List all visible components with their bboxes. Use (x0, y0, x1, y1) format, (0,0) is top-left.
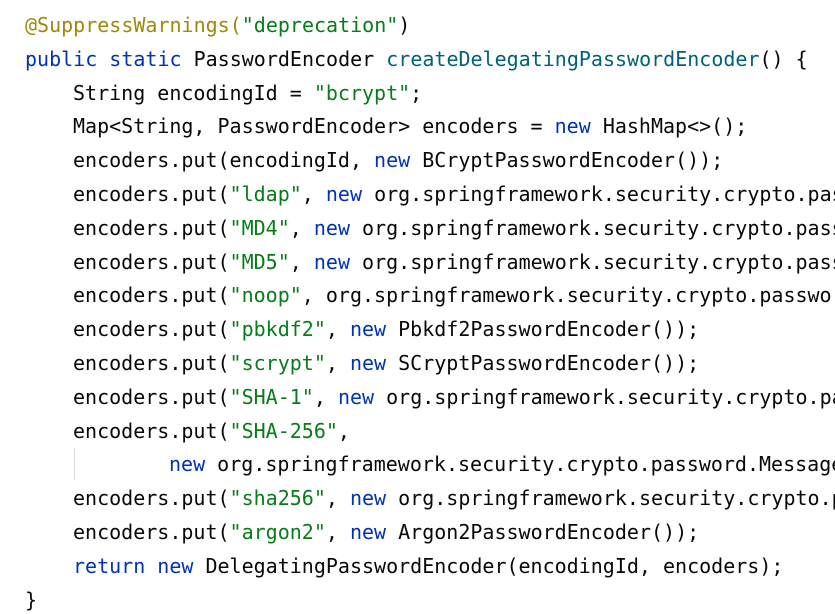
code-line: encoders.put("noop", org.springframework… (73, 278, 835, 312)
code-token: encoders.put( (73, 384, 230, 409)
code-token: , (289, 215, 314, 240)
indent-guide (74, 448, 75, 480)
code-line: encoders.put("ldap", new org.springframe… (73, 177, 835, 211)
code-token: "sha256" (229, 486, 326, 511)
code-token: encoders.put( (73, 283, 230, 308)
code-token: new (349, 351, 399, 375)
code-line: encoders.put("SHA-256", (73, 414, 350, 448)
code-token: , (313, 384, 338, 409)
code-token: new (313, 215, 363, 240)
code-token: encoders.put(encodingId, (73, 148, 375, 173)
code-token: "SHA-1" (229, 384, 314, 409)
code-token: encoders.put( (73, 520, 230, 544)
code-token: "SHA-256" (229, 418, 338, 443)
code-token: org.springframework.security.crypto.pass (362, 215, 835, 240)
code-token: , (325, 520, 350, 544)
code-token: encoders.put( (73, 317, 230, 342)
code-token: new (349, 520, 399, 544)
code-token: "scrypt" (229, 351, 326, 375)
code-line: encoders.put("argon2", new Argon2Passwor… (73, 515, 699, 549)
code-token: encoders.put( (73, 486, 230, 511)
code-token: String encodingId = (73, 80, 314, 105)
code-token: , (325, 317, 350, 342)
code-line: String encodingId = "bcrypt"; (73, 76, 422, 110)
code-token: @SuppressWarnings( (25, 13, 242, 37)
code-token: ) (398, 13, 411, 37)
code-token: ; (410, 80, 423, 105)
code-token: , (337, 418, 350, 443)
code-line: encoders.put("sha256", new org.springfra… (73, 481, 835, 515)
code-token: new (554, 114, 603, 139)
code-token: HashMap<>(); (602, 114, 748, 139)
code-token: new (325, 182, 375, 206)
code-token: new (374, 148, 423, 173)
code-line: encoders.put(encodingId, new BCryptPassw… (73, 143, 723, 177)
code-token: return new (73, 553, 206, 578)
code-token: org.springframework.security.crypto.pas (374, 182, 835, 206)
code-token: org.springframework.security.crypto.p (398, 486, 835, 511)
code-line: } (25, 583, 37, 614)
code-token: encoders.put( (73, 418, 230, 443)
code-token: Argon2PasswordEncoder()); (398, 520, 700, 544)
code-token: org.springframework.security.crypto.pass… (217, 452, 835, 477)
code-token: createDelegatingPasswordEncoder (386, 46, 760, 71)
code-token: BCryptPasswordEncoder()); (422, 148, 724, 173)
code-line: encoders.put("pbkdf2", new Pbkdf2Passwor… (73, 312, 699, 346)
code-line: encoders.put("MD5", new org.springframew… (73, 245, 835, 279)
code-line: new org.springframework.security.crypto.… (169, 447, 835, 481)
code-token: "MD4" (229, 215, 290, 240)
code-token: , (301, 182, 326, 206)
code-line: return new DelegatingPasswordEncoder(enc… (73, 549, 783, 583)
code-token: , (325, 351, 350, 375)
code-token: encoders.put( (73, 182, 230, 206)
code-token: "deprecation" (241, 13, 399, 37)
code-token: Pbkdf2PasswordEncoder()); (398, 317, 700, 342)
code-token: new (313, 249, 363, 274)
code-token: public static (25, 46, 194, 71)
code-line: Map<String, PasswordEncoder> encoders = … (73, 109, 747, 143)
code-token: org.springframework.security.crypto.pass (362, 249, 835, 274)
code-token: "MD5" (229, 249, 290, 274)
code-token: org.springframework.security.crypto.pa (386, 384, 835, 409)
code-line: encoders.put("scrypt", new SCryptPasswor… (73, 346, 699, 380)
code-token: , org.springframework.security.crypto.pa… (301, 283, 835, 308)
code-token: new (337, 384, 387, 409)
code-token: PasswordEncoder (193, 46, 387, 71)
code-token: "pbkdf2" (229, 317, 326, 342)
code-token: "noop" (229, 283, 302, 308)
code-token: "argon2" (229, 520, 326, 544)
code-token: encoders.put( (73, 215, 230, 240)
code-token: Map<String, PasswordEncoder> encoders = (73, 114, 555, 139)
code-token: encoders.put( (73, 249, 230, 274)
code-token: new (349, 317, 399, 342)
code-token: , (289, 249, 314, 274)
code-token: SCryptPasswordEncoder()); (398, 351, 700, 375)
code-token: new (169, 452, 218, 477)
code-token: "bcrypt" (313, 80, 411, 105)
code-token: new (349, 486, 399, 511)
code-token: } (25, 587, 38, 612)
code-token: () { (759, 46, 808, 71)
code-token: encoders.put( (73, 351, 230, 375)
code-line: encoders.put("SHA-1", new org.springfram… (73, 380, 835, 414)
code-line: @SuppressWarnings("deprecation") (25, 8, 410, 42)
code-token: DelegatingPasswordEncoder(encodingId, en… (205, 553, 784, 578)
code-line: encoders.put("MD4", new org.springframew… (73, 211, 835, 245)
code-token: "ldap" (229, 182, 302, 206)
code-token: , (325, 486, 350, 511)
code-line: public static PasswordEncoder createDele… (25, 42, 808, 76)
